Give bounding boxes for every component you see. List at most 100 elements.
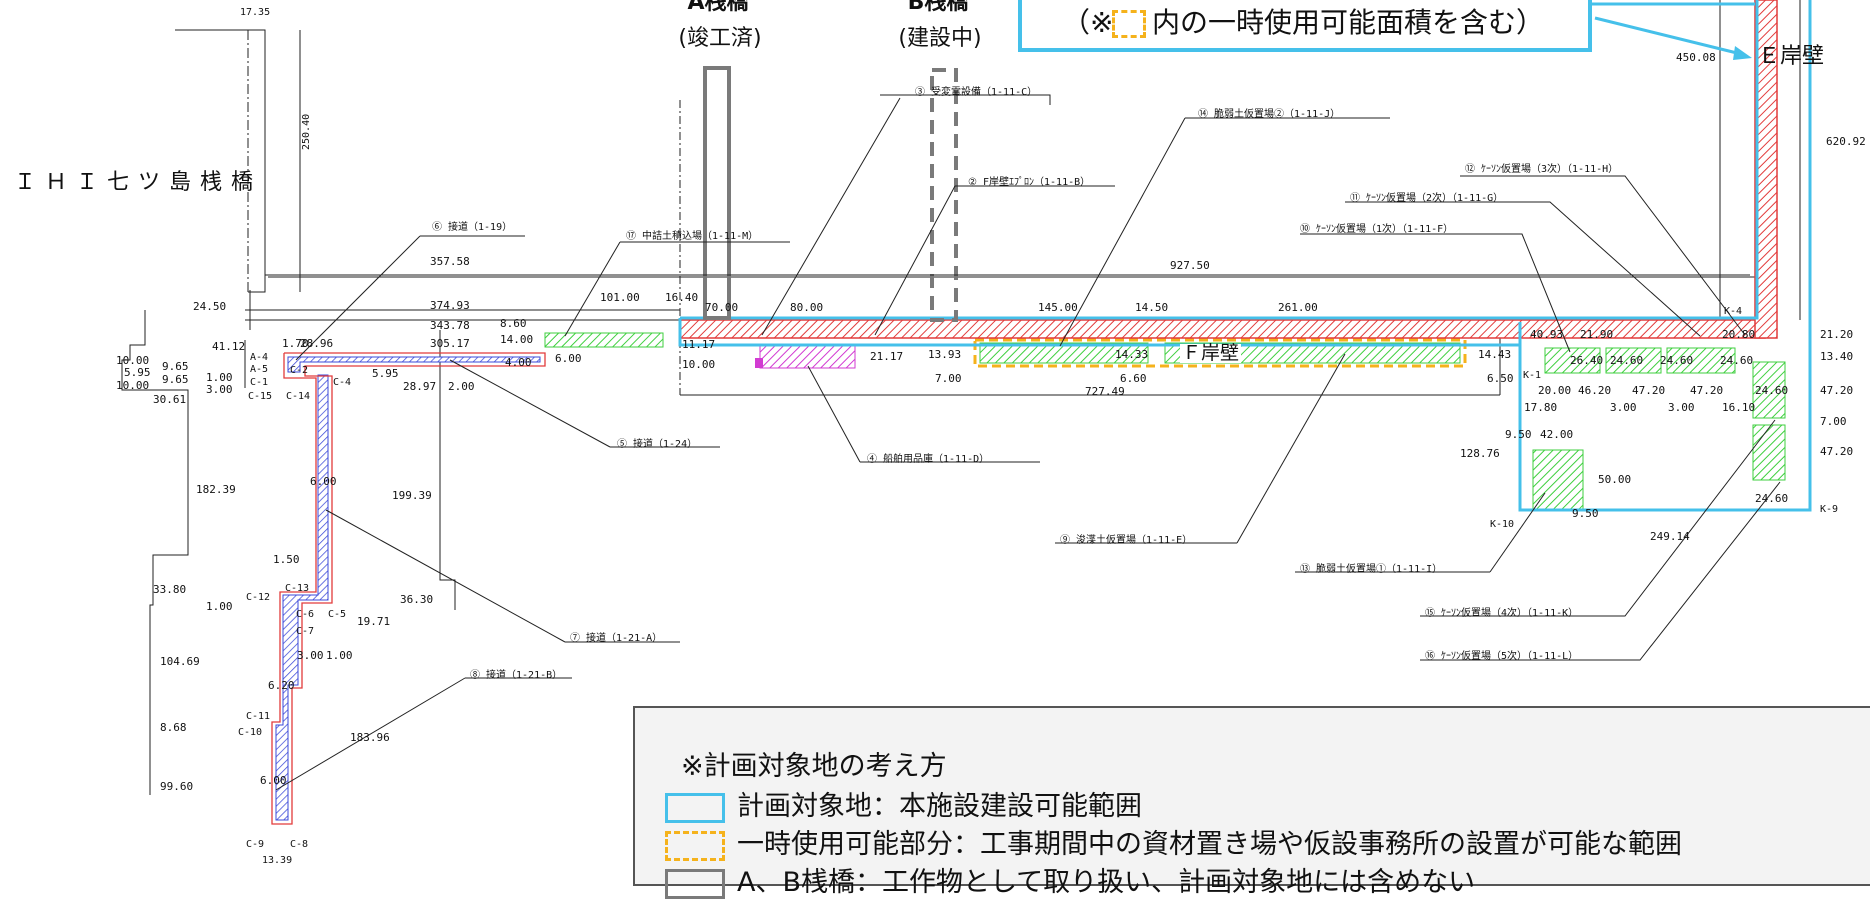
point-label: K-4 [1724, 306, 1743, 317]
dim-label: 3.00 [1668, 401, 1695, 414]
dim-label: 261.00 [1278, 301, 1318, 314]
dim-label: 249.14 [1650, 530, 1690, 543]
dim-label: 1.00 [326, 649, 353, 662]
dim-label: 11.17 [682, 338, 716, 351]
dim-label: 1.50 [273, 553, 300, 566]
callout-16: ⑯ ｹｰｿﾝ仮置場（5次）（1-11-L） [1425, 651, 1579, 662]
dim-label: 41.12 [212, 340, 246, 353]
point-label: C-1 [250, 377, 269, 388]
dim-label: 80.00 [790, 301, 824, 314]
legend-panel: ※計画対象地の考え方 計画対象地：本施設建設可能範囲 一時使用可能部分：工事期間… [633, 706, 1870, 899]
dim-label: 24.60 [1660, 354, 1694, 367]
point-label: C-6 [296, 609, 315, 620]
dim-label: 13.39 [262, 855, 293, 866]
dim-label: 46.20 [1578, 384, 1612, 397]
legend-row-temp: 一時使用可能部分：工事期間中の資材置き場や仮設事務所の設置が可能な範囲 [665, 822, 1682, 861]
point-label: C-8 [290, 839, 309, 850]
point-label: A-4 [250, 352, 269, 363]
callout-7: ⑦ 接道（1-21-A） [570, 633, 663, 644]
dim-label: 343.78 [430, 319, 470, 332]
dim-label: 727.49 [1085, 385, 1125, 398]
dim-label: 28.96 [300, 337, 334, 350]
dim-label: 40.93 [1530, 328, 1564, 341]
top-note-suffix: 内の一時使用可能面積を含む） [1152, 6, 1545, 39]
callout-17: ⑰ 中詰土積込場（1-11-M） [626, 231, 759, 242]
dim-label: 14.43 [1478, 348, 1512, 361]
callout-12: ⑫ ｹｰｿﾝ仮置場（3次）（1-11-H） [1465, 164, 1619, 175]
dim-label: 9.65 [162, 360, 189, 373]
dim-label: 3.00 [1610, 401, 1637, 414]
bridge-swatch [665, 868, 725, 899]
dim-label: 47.20 [1632, 384, 1666, 397]
point-label: C-14 [286, 391, 311, 402]
zone-11-hatch [1605, 347, 1662, 374]
dim-label: 47.20 [1690, 384, 1724, 397]
callout-13: ⑬ 脆弱土仮置場①（1-11-I） [1300, 564, 1443, 575]
dim-label: 8.60 [500, 317, 527, 330]
callout-6: ⑥ 接道（1-19） [432, 222, 513, 233]
legend-heading: ※計画対象地の考え方 [681, 751, 947, 782]
bridge-a-outline [703, 66, 731, 320]
dim-label: 24.60 [1755, 492, 1789, 505]
zone-13-hatch [1532, 449, 1584, 511]
dim-label: 128.76 [1460, 447, 1500, 460]
e-wall-label: Ｅ岸壁 [1758, 44, 1825, 69]
legend-plan-text: 計画対象地：本施設建設可能範囲 [737, 791, 1142, 822]
dim-label: 10.00 [116, 354, 150, 367]
dim-label: 14.50 [1135, 301, 1169, 314]
dim-label: 6.00 [310, 475, 337, 488]
point-label: C-4 [333, 377, 352, 388]
top-note-box: （※ 内の一時使用可能面積を含む） [1018, 0, 1592, 52]
dim-label: 183.96 [350, 731, 390, 744]
point-label: C-7 [296, 626, 315, 637]
callout-14: ⑭ 脆弱土仮置場②（1-11-J） [1198, 109, 1341, 120]
bridge-a-name: A桟橋 [687, 0, 749, 15]
point-label: A-5 [250, 364, 269, 375]
dim-label: 17.35 [240, 7, 271, 18]
dim-label: 16.10 [1722, 401, 1756, 414]
callout-11: ⑪ ｹｰｿﾝ仮置場（2次）（1-11-G） [1350, 193, 1504, 204]
dim-label: 4.00 [505, 356, 532, 369]
dim-label: 10.00 [116, 379, 150, 392]
dim-label: 50.00 [1598, 473, 1632, 486]
dim-label: 70.00 [705, 301, 739, 314]
zone-12-hatch [1666, 347, 1736, 374]
access-roads [275, 356, 541, 821]
zone-9-hatch [979, 342, 1149, 364]
legend-row-plan: 計画対象地：本施設建設可能範囲 [665, 784, 1142, 823]
dim-label: 104.69 [160, 655, 200, 668]
dim-label: 33.80 [153, 583, 187, 596]
point-label: K-1 [1523, 370, 1542, 381]
zone-4-hatch [759, 343, 856, 369]
dim-label: 36.30 [400, 593, 434, 606]
dim-label: 9.50 [1505, 428, 1532, 441]
dim-label: 14.33 [1115, 348, 1149, 361]
top-note-prefix: （※ [1062, 6, 1114, 39]
bridge-a-status: (竣工済) [678, 26, 762, 51]
callout-arrow-head [1733, 46, 1752, 60]
dim-label: 13.93 [928, 348, 962, 361]
dim-label: 101.00 [600, 291, 640, 304]
point-label: C-11 [246, 711, 271, 722]
zone-15-hatch [1752, 361, 1786, 419]
callout-5: ⑤ 接道（1-24） [617, 439, 698, 450]
road-red-outline [271, 352, 546, 825]
dim-label: 374.93 [430, 299, 470, 312]
point-label: C-13 [285, 583, 310, 594]
f-wall-label: Ｆ岸壁 [1180, 342, 1242, 364]
point-label: C-2 [290, 365, 309, 376]
dim-label: 6.60 [1120, 372, 1147, 385]
zone-17-hatch [544, 332, 664, 348]
dim-label: 357.58 [430, 255, 470, 268]
dim-label: 42.00 [1540, 428, 1574, 441]
legend-temp-text: 一時使用可能部分：工事期間中の資材置き場や仮設事務所の設置が可能な範囲 [737, 829, 1682, 860]
bridge-b-outline [930, 68, 958, 322]
dim-label: 16.40 [665, 291, 699, 304]
dim-label: 927.50 [1170, 259, 1210, 272]
dim-label: 24.60 [1720, 354, 1754, 367]
point-label: C-15 [248, 391, 273, 402]
dim-label: 6.50 [1487, 372, 1514, 385]
callout-2: ② F岸壁ｴﾌﾟﾛﾝ（1-11-B） [968, 177, 1091, 188]
legend-row-bridge: A、B桟橋：工作物として取り扱い、計画対象地には含めない [665, 860, 1475, 899]
dim-label: 3.00 [206, 383, 233, 396]
